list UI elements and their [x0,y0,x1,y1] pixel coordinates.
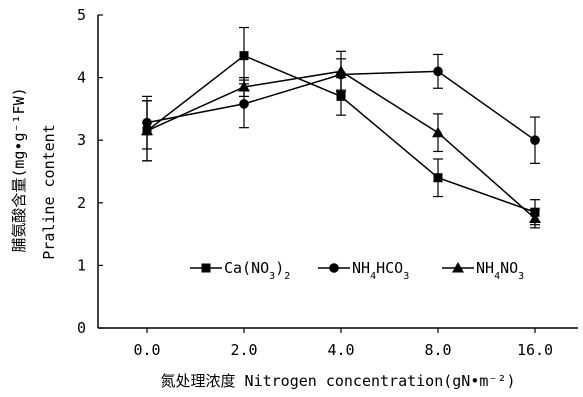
circle-marker [530,135,540,145]
triangle-marker [335,65,347,76]
chart-series [141,26,541,229]
circle-marker [433,66,443,77]
y-axis-label-en: Praline content [40,124,58,259]
legend-subscript: 4 [494,271,500,282]
y-axis-label: 脯氨酸含量(mg•g⁻¹FW) [10,87,28,252]
x-tick-label: 16.0 [517,341,553,359]
legend-subscript: 4 [370,271,376,282]
circle-marker [329,263,339,273]
triangle-marker [141,124,153,136]
triangle-marker [529,212,541,223]
x-tick-label: 0.0 [133,341,160,359]
y-tick-label: 1 [77,256,86,274]
legend-label: Ca(NO3)2 [224,259,290,282]
legend-text-part: NO [500,259,518,277]
x-axis-label: 氮处理浓度 Nitrogen concentration(gN•m⁻²) [161,372,516,390]
legend-subscript: 3 [269,271,275,282]
square-marker [239,51,249,61]
legend-label: NH4HCO3 [352,259,409,282]
legend-subscript: 3 [403,271,409,282]
circle-marker [239,99,249,109]
legend-item: NH4NO3 [442,259,524,282]
legend-text-part: ) [275,259,284,277]
square-marker [336,91,346,101]
legend-subscript: 3 [518,271,524,282]
y-tick-label: 0 [77,319,86,337]
y-tick-label: 4 [77,69,86,87]
y-tick-label: 2 [77,194,86,212]
x-tick-label: 4.0 [327,341,354,359]
legend-text-part: Ca(NO [224,259,269,277]
x-tick-label: 8.0 [424,341,451,359]
legend-text-part: NH [476,259,494,277]
triangle-marker [452,262,464,273]
series-triangle [141,50,541,229]
y-tick-label: 5 [77,6,86,24]
square-marker [201,263,211,273]
legend-text-part: HCO [376,259,403,277]
x-tick-label: 2.0 [230,341,257,359]
legend-subscript: 2 [284,271,290,282]
legend-label: NH4NO3 [476,259,524,282]
triangle-marker [238,80,250,92]
y-tick-label: 3 [77,131,86,149]
legend-item: Ca(NO3)2 [190,259,290,282]
legend-item: NH4HCO3 [318,259,409,282]
legend-text-part: NH [352,259,370,277]
square-marker [433,173,443,183]
triangle-marker [432,126,444,138]
